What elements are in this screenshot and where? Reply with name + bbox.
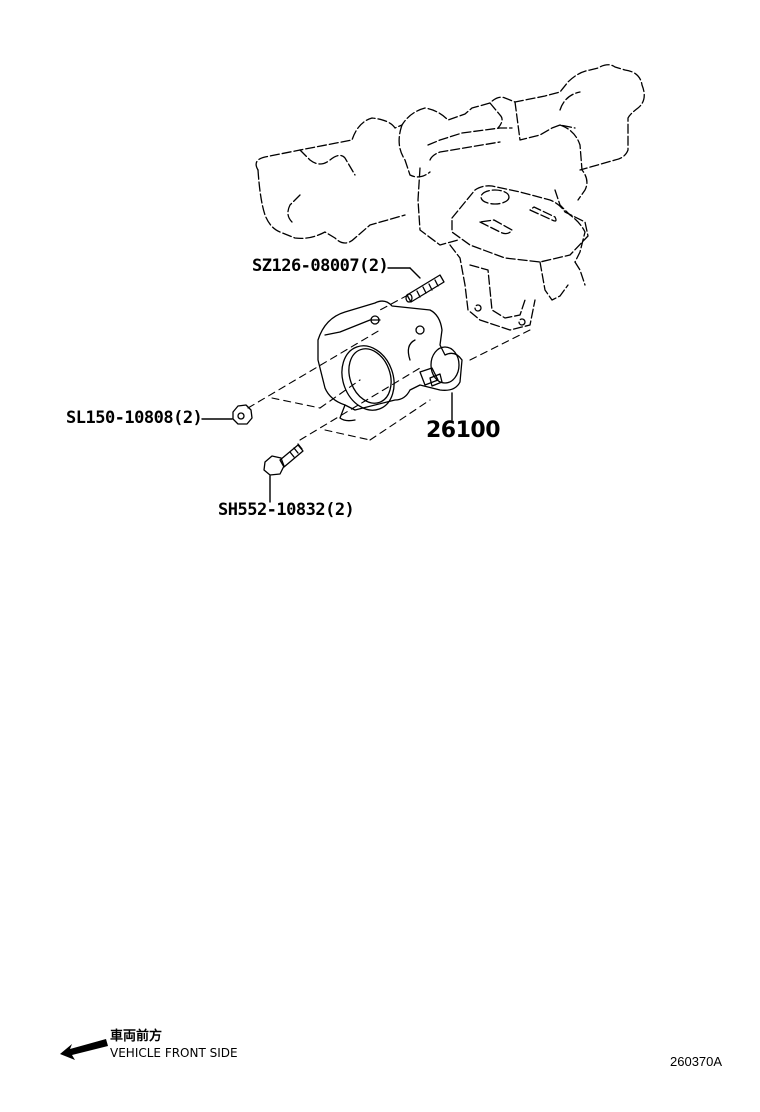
vehicle-front-indicator: 車両前方 VEHICLE FRONT SIDE [110, 1028, 238, 1062]
throttle-body-drawing [317, 300, 463, 422]
intake-manifold-outline [255, 64, 645, 331]
part-label-nut[interactable]: SL150-10808(2) [66, 408, 203, 428]
vehicle-front-english-label: VEHICLE FRONT SIDE [110, 1046, 238, 1060]
part-label-bolt[interactable]: SH552-10832(2) [218, 500, 355, 520]
part-label-stud[interactable]: SZ126-08007(2) [252, 256, 389, 276]
stud-drawing [405, 274, 445, 303]
arrow-left-down-icon [60, 1039, 108, 1060]
nut-drawing [232, 404, 253, 425]
vehicle-front-japanese-label: 車両前方 [110, 1029, 163, 1044]
drawing-number: 260370A [670, 1054, 723, 1069]
assembly-guide-lines [247, 294, 531, 441]
manifold-flange [451, 185, 589, 326]
leader-lines [201, 267, 453, 503]
part-label-throttle-body[interactable]: 26100 [426, 418, 501, 443]
bolt-drawing [263, 443, 304, 476]
